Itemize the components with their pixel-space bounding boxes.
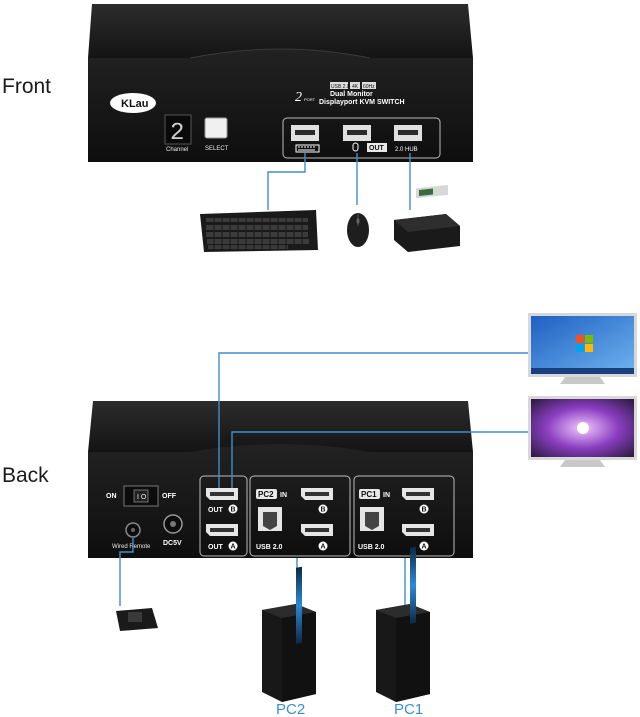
pc1-label: PC1 bbox=[394, 701, 423, 717]
mac-monitor-icon bbox=[528, 396, 637, 467]
mouse-device-icon bbox=[347, 213, 369, 247]
out-b-letter: B bbox=[231, 507, 236, 514]
usb-hub-label: 2.0 HUB bbox=[395, 147, 418, 153]
wired-remote-jack[interactable] bbox=[126, 523, 140, 537]
dp-out-a-port[interactable] bbox=[206, 524, 238, 536]
channel-display-digit: 2 bbox=[170, 120, 184, 147]
wired-remote-label: Wired Remote bbox=[112, 544, 151, 550]
pc2-tag: PC2 bbox=[258, 490, 274, 499]
pc2-usb-b-port[interactable] bbox=[258, 507, 282, 531]
keyboard-icon bbox=[200, 210, 318, 252]
dc-label: DC5V bbox=[163, 540, 182, 547]
pc1-a-letter: A bbox=[422, 544, 427, 551]
out-b-label: OUT bbox=[208, 507, 224, 514]
pc1-usb-b-port[interactable] bbox=[360, 507, 384, 531]
printer-icon bbox=[394, 185, 460, 252]
pc2-in-label: IN bbox=[280, 492, 287, 499]
banner-tag-4k: 4K bbox=[352, 84, 359, 90]
windows-monitor-icon bbox=[528, 313, 637, 384]
brand-logo: KLau bbox=[110, 93, 156, 113]
banner-port-word: PORT bbox=[304, 97, 316, 102]
select-label: SELECT bbox=[205, 146, 229, 152]
banner-dual-monitor: Dual Monitor bbox=[330, 91, 373, 98]
select-button[interactable]: SELECT bbox=[205, 118, 229, 152]
out-a-letter: A bbox=[231, 544, 236, 551]
channel-display: 2 Channel bbox=[165, 115, 191, 153]
pc1-b-letter: B bbox=[422, 507, 427, 514]
svg-text:I O: I O bbox=[137, 494, 147, 501]
pc1-tag: PC1 bbox=[361, 490, 377, 499]
out-a-label: OUT bbox=[208, 544, 224, 551]
pc1-tower-icon bbox=[376, 547, 430, 702]
svg-text:KLau: KLau bbox=[121, 98, 149, 110]
pc2-tower-icon bbox=[262, 567, 316, 702]
pc1-dp-b-port[interactable] bbox=[402, 488, 434, 500]
channel-label: Channel bbox=[166, 147, 188, 153]
pc2-usb-label: USB 2.0 bbox=[256, 544, 283, 551]
pc2-a-letter: A bbox=[321, 544, 326, 551]
wired-remote-button-icon bbox=[116, 608, 158, 631]
usb-out-label: OUT bbox=[369, 145, 385, 152]
back-label: Back bbox=[2, 464, 49, 487]
pc2-b-letter: B bbox=[321, 507, 326, 514]
banner-tag-hz: 60Hz bbox=[363, 84, 375, 90]
banner-tag-usb: USB 2.0 bbox=[331, 84, 350, 90]
front-label: Front bbox=[2, 75, 51, 98]
pc2-dp-b-port[interactable] bbox=[301, 488, 333, 500]
dp-out-b-port[interactable] bbox=[206, 488, 238, 500]
dc-power-jack[interactable] bbox=[164, 515, 182, 533]
power-on-label: ON bbox=[106, 493, 117, 500]
pc1-usb-label: USB 2.0 bbox=[358, 544, 385, 551]
power-switch[interactable]: I O bbox=[124, 486, 158, 506]
pc1-dp-a-port[interactable] bbox=[402, 524, 434, 536]
pc2-dp-a-port[interactable] bbox=[301, 524, 333, 536]
banner-port-count: 2 bbox=[295, 90, 302, 105]
power-off-label: OFF bbox=[162, 493, 177, 500]
banner-kvm-switch: Displayport KVM SWITCH bbox=[319, 99, 405, 106]
pc1-in-label: IN bbox=[383, 492, 390, 499]
pc2-label: PC2 bbox=[276, 701, 305, 717]
